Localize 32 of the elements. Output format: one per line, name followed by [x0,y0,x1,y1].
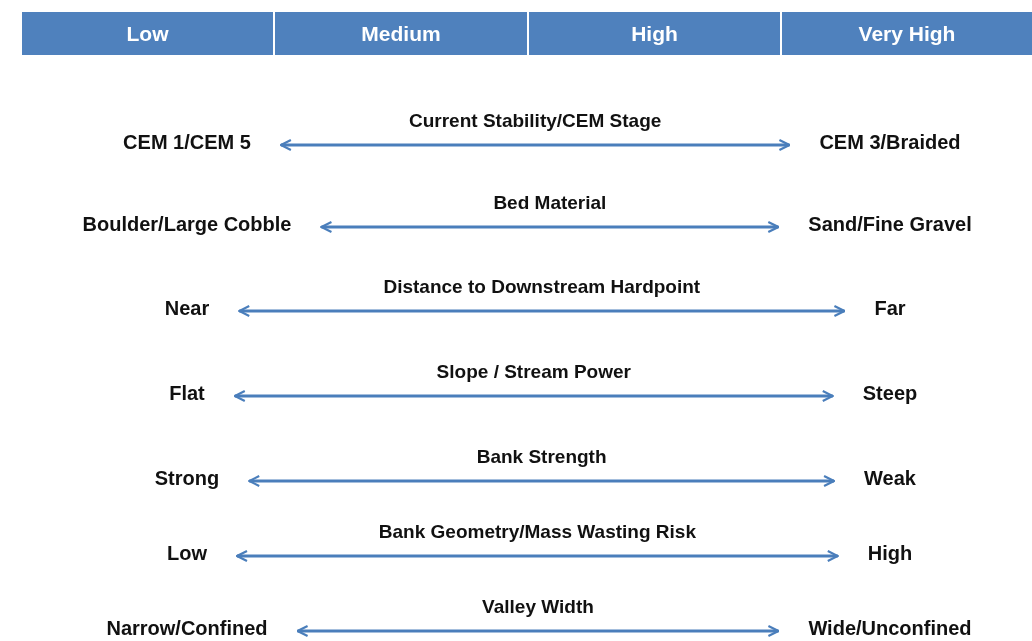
edge-label: Valley Width [482,595,594,619]
header-cell: Very High [782,12,1032,55]
low-end-label: CEM 1/CEM 5 [123,127,251,157]
edge-label: Bank Geometry/Mass Wasting Risk [378,520,696,544]
edge-label: Bed Material [493,191,607,215]
low-end-label: Narrow/Confined [106,613,268,641]
double-arrow [233,389,834,403]
edge-label: Slope / Stream Power [436,360,631,384]
double-arrow [279,138,791,152]
edge-label: Distance to Downstream Hardpoint [383,275,701,299]
double-arrow [238,304,846,318]
high-end-label: Far [874,293,906,323]
double-arrow [248,474,836,488]
high-end-label: CEM 3/Braided [819,127,961,157]
low-end-label: Flat [169,378,205,408]
low-end-label: Boulder/Large Cobble [82,209,292,239]
low-end-label: Strong [154,463,220,493]
header-cell: Medium [275,12,527,55]
high-end-label: High [867,538,913,568]
edge-label: Current Stability/CEM Stage [409,109,662,133]
double-arrow [235,549,839,563]
high-end-label: Wide/Unconfined [808,613,972,641]
double-arrow [296,624,780,638]
header-cell: High [529,12,780,55]
double-arrow [320,220,780,234]
high-end-label: Steep [862,378,918,408]
header-cell: Low [22,12,273,55]
high-end-label: Sand/Fine Gravel [808,209,972,239]
high-end-label: Weak [864,463,916,493]
low-end-label: Low [167,538,207,568]
low-end-label: Near [164,293,210,323]
edge-label: Bank Strength [476,445,607,469]
